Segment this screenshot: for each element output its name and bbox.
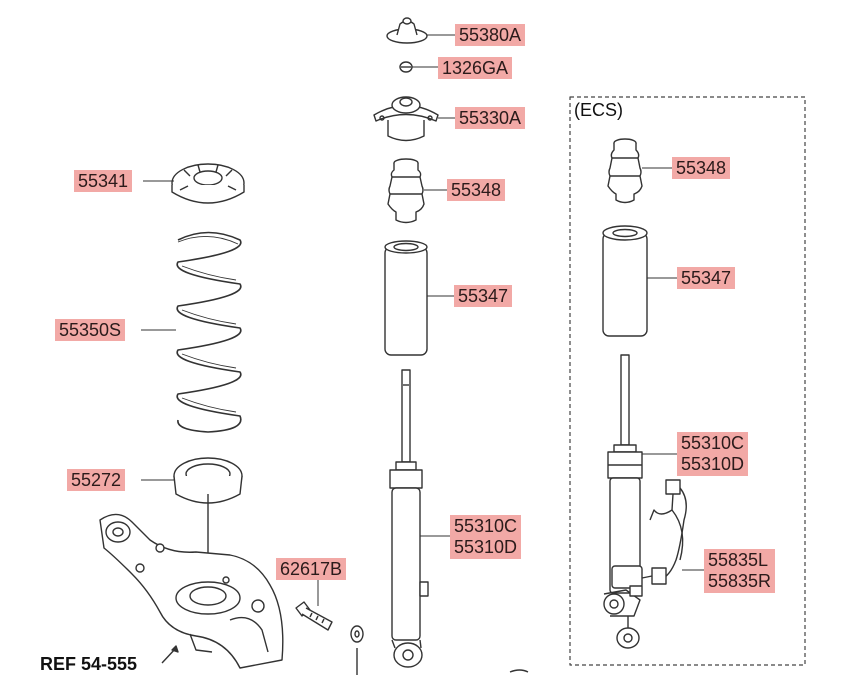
- part-label-55310C-ecs: 55310C: [681, 433, 745, 453]
- part-label-55330A: 55330A: [455, 107, 526, 129]
- bump-stop-55348-ecs: [607, 138, 643, 204]
- nut-1326GA: [399, 61, 413, 73]
- ecs-box: [569, 96, 806, 666]
- spring-pad-55341: [171, 163, 245, 204]
- ecs-sensor-55835: [629, 479, 687, 597]
- part-label-55310D-std: 55310D: [454, 537, 518, 557]
- shock-absorber-55310-std: [389, 369, 429, 668]
- insulator-cap-55380A: [386, 17, 428, 44]
- part-label-62617B: 62617B: [276, 558, 347, 580]
- strut-mount-55330A: [373, 96, 439, 142]
- leader-lines: [141, 34, 704, 606]
- part-label-55350S: 55350S: [55, 319, 126, 341]
- ecs-box-title: (ECS): [574, 100, 623, 120]
- part-label-55341: 55341: [74, 170, 133, 192]
- washer: [350, 625, 364, 675]
- lower-control-arm: [99, 513, 284, 669]
- part-label-55310D-ecs: 55310D: [681, 454, 745, 474]
- part-label-55310-std: 55310C 55310D: [450, 515, 522, 559]
- part-label-55347-std: 55347: [454, 285, 513, 307]
- coil-spring-55350S: [176, 231, 242, 433]
- dust-cover-55347-std: [384, 240, 428, 356]
- part-label-55835R: 55835R: [708, 571, 772, 591]
- part-label-55835: 55835L 55835R: [704, 549, 776, 593]
- shock-absorber-55310-ecs: [603, 354, 643, 649]
- part-label-55347-ecs: 55347: [677, 267, 736, 289]
- part-label-55835L: 55835L: [708, 550, 769, 570]
- bump-stop-55348-std: [387, 158, 425, 224]
- part-label-55310C-std: 55310C: [454, 516, 518, 536]
- lower-spring-seat-55272: [173, 457, 243, 598]
- reference-text: REF 54-555: [40, 654, 138, 674]
- dust-cover-55347-ecs: [602, 225, 648, 337]
- bolt-62617B: [295, 601, 333, 631]
- part-label-55310-ecs: 55310C 55310D: [677, 432, 749, 476]
- part-label-55348-std: 55348: [447, 179, 506, 201]
- part-label-55272: 55272: [67, 469, 126, 491]
- part-label-55380A: 55380A: [455, 24, 526, 46]
- part-label-55348-ecs: 55348: [672, 157, 731, 179]
- part-label-1326GA: 1326GA: [438, 57, 513, 79]
